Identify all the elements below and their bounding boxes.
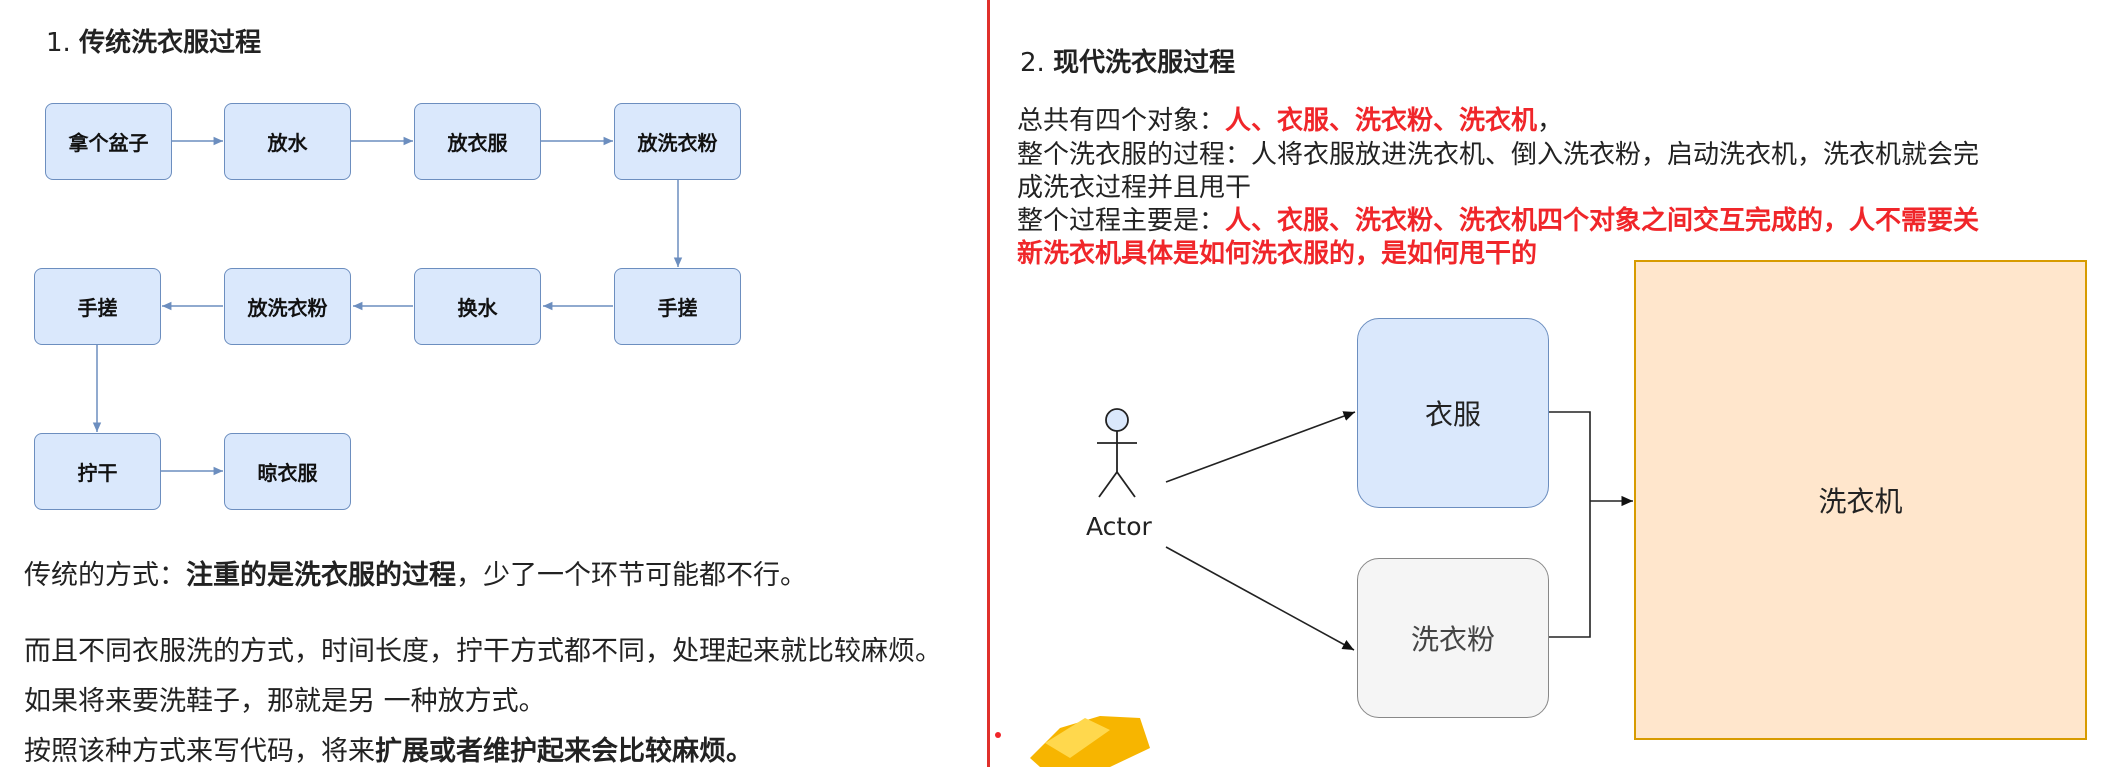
flow-node-add-detergent: 放洗衣粉 bbox=[614, 103, 741, 180]
flow-node-hand-scrub: 手搓 bbox=[614, 268, 741, 345]
code-maintenance-text: 按照该种方式来写代码，将来扩展或者维护起来会比较麻烦。 bbox=[24, 729, 753, 768]
object-diagram-connectors bbox=[1097, 408, 1633, 651]
flow-node-hang-dry: 晾衣服 bbox=[224, 433, 351, 510]
objects-line-prefix: 总共有四个对象： bbox=[1017, 106, 1226, 136]
flow-node-change-water: 换水 bbox=[414, 268, 541, 345]
left-heading-text: 传统洗衣服过程 bbox=[79, 28, 262, 58]
objects-line-suffix: ， bbox=[1537, 106, 1564, 136]
objects-line-highlight: 人、衣服、洗衣粉、洗衣机 bbox=[1225, 106, 1538, 136]
powder-to-washer-line bbox=[1549, 501, 1591, 638]
code-maintenance-bold: 扩展或者维护起来会比较麻烦。 bbox=[375, 736, 753, 767]
washing-machine-box: 洗衣机 bbox=[1634, 260, 2087, 740]
right-heading: 2. 现代洗衣服过程 bbox=[1020, 42, 1235, 79]
flow-node-add-detergent-2: 放洗衣粉 bbox=[224, 268, 351, 345]
flow-node-get-basin: 拿个盆子 bbox=[45, 103, 172, 180]
flow-node-wring: 拧干 bbox=[34, 433, 161, 510]
left-heading: 1. 传统洗衣服过程 bbox=[46, 22, 261, 59]
actor-label: Actor bbox=[1086, 512, 1152, 541]
traditional-summary-bold: 注重的是洗衣服的过程 bbox=[186, 560, 456, 591]
right-heading-text: 现代洗衣服过程 bbox=[1053, 48, 1236, 78]
right-heading-number: 2. bbox=[1020, 48, 1045, 78]
process-line-1: 整个洗衣服的过程：人将衣服放进洗衣机、倒入洗衣粉，启动洗衣机，洗衣机就会完 bbox=[1017, 140, 1980, 170]
clothes-to-washer-line bbox=[1549, 411, 1591, 501]
traditional-summary-prefix: 传统的方式： bbox=[24, 560, 186, 591]
code-maintenance-prefix: 按照该种方式来写代码，将来 bbox=[24, 736, 375, 767]
clothes-box: 衣服 bbox=[1357, 318, 1549, 508]
interaction-line-prefix: 整个过程主要是： bbox=[1017, 206, 1226, 236]
objects-line: 总共有四个对象：人、衣服、洗衣粉、洗衣机， bbox=[1017, 100, 1563, 137]
traditional-summary: 传统的方式：注重的是洗衣服的过程，少了一个环节可能都不行。 bbox=[24, 553, 807, 592]
flow-node-hand-scrub-2: 手搓 bbox=[34, 268, 161, 345]
detergent-box: 洗衣粉 bbox=[1357, 558, 1549, 718]
interaction-line-highlight: 人、衣服、洗衣粉、洗衣机四个对象之间交互完成的，人不需要关 bbox=[1225, 206, 1980, 236]
actor-to-powder-arrow bbox=[1165, 546, 1355, 651]
left-heading-number: 1. bbox=[46, 28, 71, 58]
shoe-text: 如果将来要洗鞋子，那就是另 一种放方式。 bbox=[24, 686, 546, 717]
panel-divider bbox=[987, 0, 990, 767]
process-line-2: 成洗衣过程并且甩干 bbox=[1017, 173, 1252, 203]
actor-icon bbox=[1097, 408, 1137, 498]
actor-to-clothes-arrow bbox=[1165, 411, 1356, 483]
flow-node-add-clothes: 放衣服 bbox=[414, 103, 541, 180]
decorative-sticker-icon bbox=[995, 716, 1150, 767]
flow-connectors bbox=[92, 136, 683, 476]
interaction-line-2: 新洗衣机具体是如何洗衣服的，是如何甩干的 bbox=[1017, 239, 1538, 269]
interaction-line-1: 整个过程主要是：人、衣服、洗衣粉、洗衣机四个对象之间交互完成的，人不需要关 bbox=[1017, 200, 1979, 237]
flow-node-add-water: 放水 bbox=[224, 103, 351, 180]
traditional-summary-suffix: ，少了一个环节可能都不行。 bbox=[456, 560, 807, 591]
difficulty-text: 而且不同衣服洗的方式，时间长度，拧干方式都不同，处理起来就比较麻烦。 bbox=[24, 636, 942, 667]
